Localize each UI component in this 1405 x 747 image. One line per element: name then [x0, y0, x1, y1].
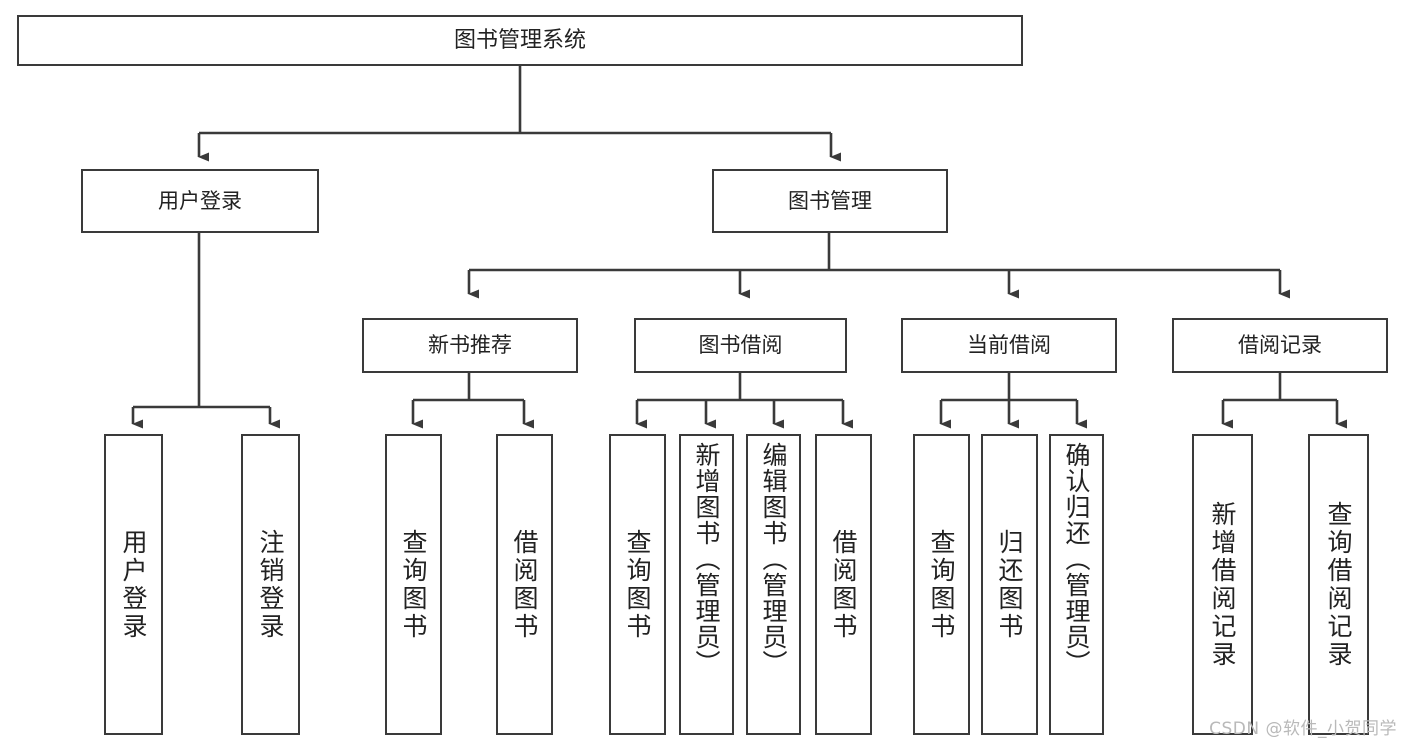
- node-leaf-query-book-3[interactable]: 查询图书: [913, 434, 970, 735]
- watermark: CSDN @软件_小贺同学: [1209, 719, 1397, 739]
- node-leaf-confirm-return-label: 确认归还（管理员）: [1062, 442, 1091, 676]
- node-book-management-label: 图书管理: [788, 188, 872, 213]
- node-leaf-borrow-book-2[interactable]: 借阅图书: [815, 434, 872, 735]
- node-leaf-query-book-1[interactable]: 查询图书: [385, 434, 442, 735]
- node-leaf-add-book-label: 新增图书（管理员）: [692, 442, 721, 676]
- node-leaf-user-login[interactable]: 用户登录: [104, 434, 163, 735]
- node-leaf-query-book-1-label: 查询图书: [399, 528, 428, 641]
- node-leaf-logout-login-label: 注销登录: [256, 528, 285, 641]
- node-root-label: 图书管理系统: [453, 27, 586, 53]
- node-leaf-query-borrow-record-label: 查询借阅记录: [1324, 500, 1353, 669]
- node-leaf-query-book-2[interactable]: 查询图书: [609, 434, 666, 735]
- node-leaf-query-book-3-label: 查询图书: [927, 528, 956, 641]
- node-leaf-logout-login[interactable]: 注销登录: [241, 434, 300, 735]
- node-new-book-recommend-label: 新书推荐: [428, 333, 512, 358]
- node-user-login[interactable]: 用户登录: [81, 169, 319, 233]
- node-leaf-borrow-book-1[interactable]: 借阅图书: [496, 434, 553, 735]
- node-leaf-confirm-return[interactable]: 确认归还（管理员）: [1049, 434, 1104, 735]
- node-user-login-label: 用户登录: [158, 188, 242, 213]
- node-leaf-borrow-book-1-label: 借阅图书: [510, 528, 539, 641]
- node-current-borrow[interactable]: 当前借阅: [901, 318, 1117, 373]
- node-leaf-user-login-label: 用户登录: [119, 528, 148, 641]
- node-book-management[interactable]: 图书管理: [712, 169, 948, 233]
- node-leaf-query-borrow-record[interactable]: 查询借阅记录: [1308, 434, 1369, 735]
- node-root[interactable]: 图书管理系统: [17, 15, 1023, 66]
- node-new-book-recommend[interactable]: 新书推荐: [362, 318, 578, 373]
- node-leaf-return-book[interactable]: 归还图书: [981, 434, 1038, 735]
- node-leaf-add-borrow-record-label: 新增借阅记录: [1208, 500, 1237, 669]
- node-leaf-return-book-label: 归还图书: [995, 528, 1024, 641]
- node-leaf-add-borrow-record[interactable]: 新增借阅记录: [1192, 434, 1253, 735]
- node-current-borrow-label: 当前借阅: [967, 333, 1051, 358]
- node-leaf-edit-book-label: 编辑图书（管理员）: [759, 442, 788, 676]
- node-borrow-record-label: 借阅记录: [1238, 333, 1322, 358]
- node-book-borrow[interactable]: 图书借阅: [634, 318, 847, 373]
- node-leaf-query-book-2-label: 查询图书: [623, 528, 652, 641]
- node-leaf-borrow-book-2-label: 借阅图书: [829, 528, 858, 641]
- node-leaf-add-book[interactable]: 新增图书（管理员）: [679, 434, 734, 735]
- node-borrow-record[interactable]: 借阅记录: [1172, 318, 1388, 373]
- node-book-borrow-label: 图书借阅: [698, 333, 783, 358]
- node-leaf-edit-book[interactable]: 编辑图书（管理员）: [746, 434, 801, 735]
